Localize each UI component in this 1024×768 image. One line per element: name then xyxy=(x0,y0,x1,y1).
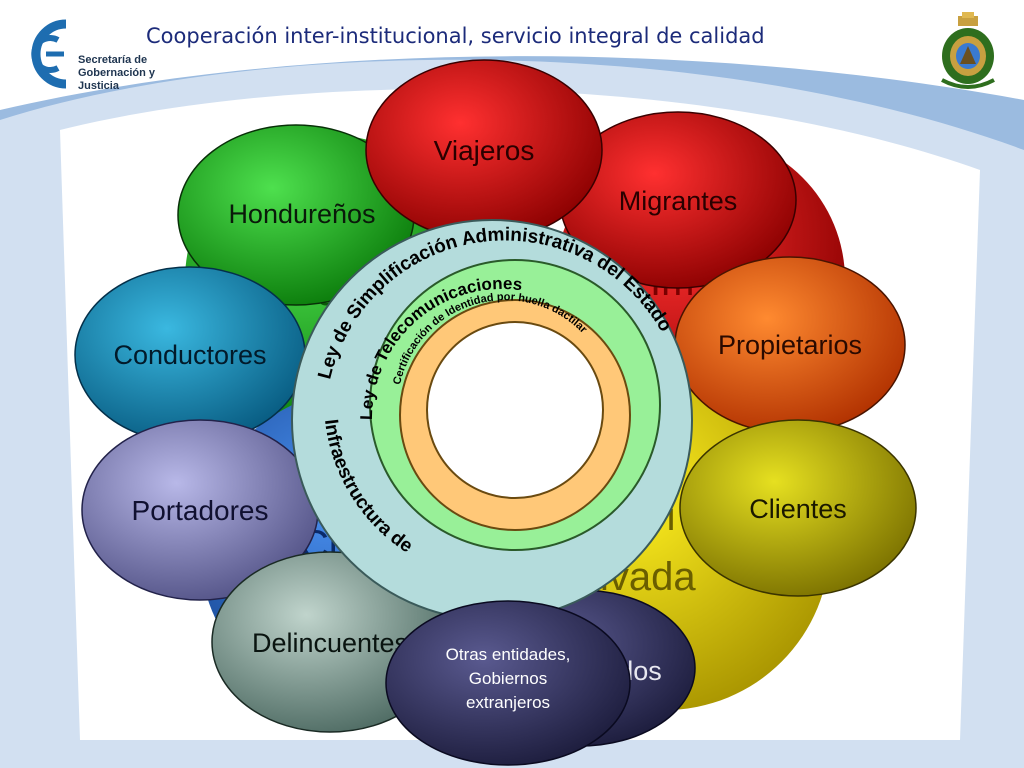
bubble-clientes xyxy=(679,419,917,597)
logo-text: Secretaría de Gobernación y Justicia xyxy=(78,54,198,93)
label-portadores: Portadores xyxy=(132,495,269,526)
slide-title: Cooperación inter-institucional, servici… xyxy=(146,24,765,48)
label-delincuentes: Delincuentes xyxy=(252,628,408,658)
label-propietarios: Propietarios xyxy=(718,330,862,360)
label-otras-line3: extranjeros xyxy=(466,693,550,712)
logo-text-line1: Secretaría de xyxy=(78,54,148,66)
label-conductores: Conductores xyxy=(113,340,266,370)
label-otras-line1: Otras entidades, xyxy=(446,645,571,664)
ring-center xyxy=(426,321,604,499)
label-hondurenos: Hondureños xyxy=(228,199,375,229)
label-otras-line2: Gobiernos xyxy=(469,669,547,688)
label-viajeros: Viajeros xyxy=(434,135,535,166)
honduras-seal-icon xyxy=(941,12,995,89)
bubble-otras-entidades xyxy=(385,600,631,766)
logo-icon xyxy=(31,19,67,89)
logo-text-line2: Gobernación y Justicia xyxy=(78,67,156,92)
logo: Secretaría de Gobernación y Justicia xyxy=(18,14,198,94)
label-clientes: Clientes xyxy=(749,494,847,524)
label-migrantes: Migrantes xyxy=(619,186,738,216)
